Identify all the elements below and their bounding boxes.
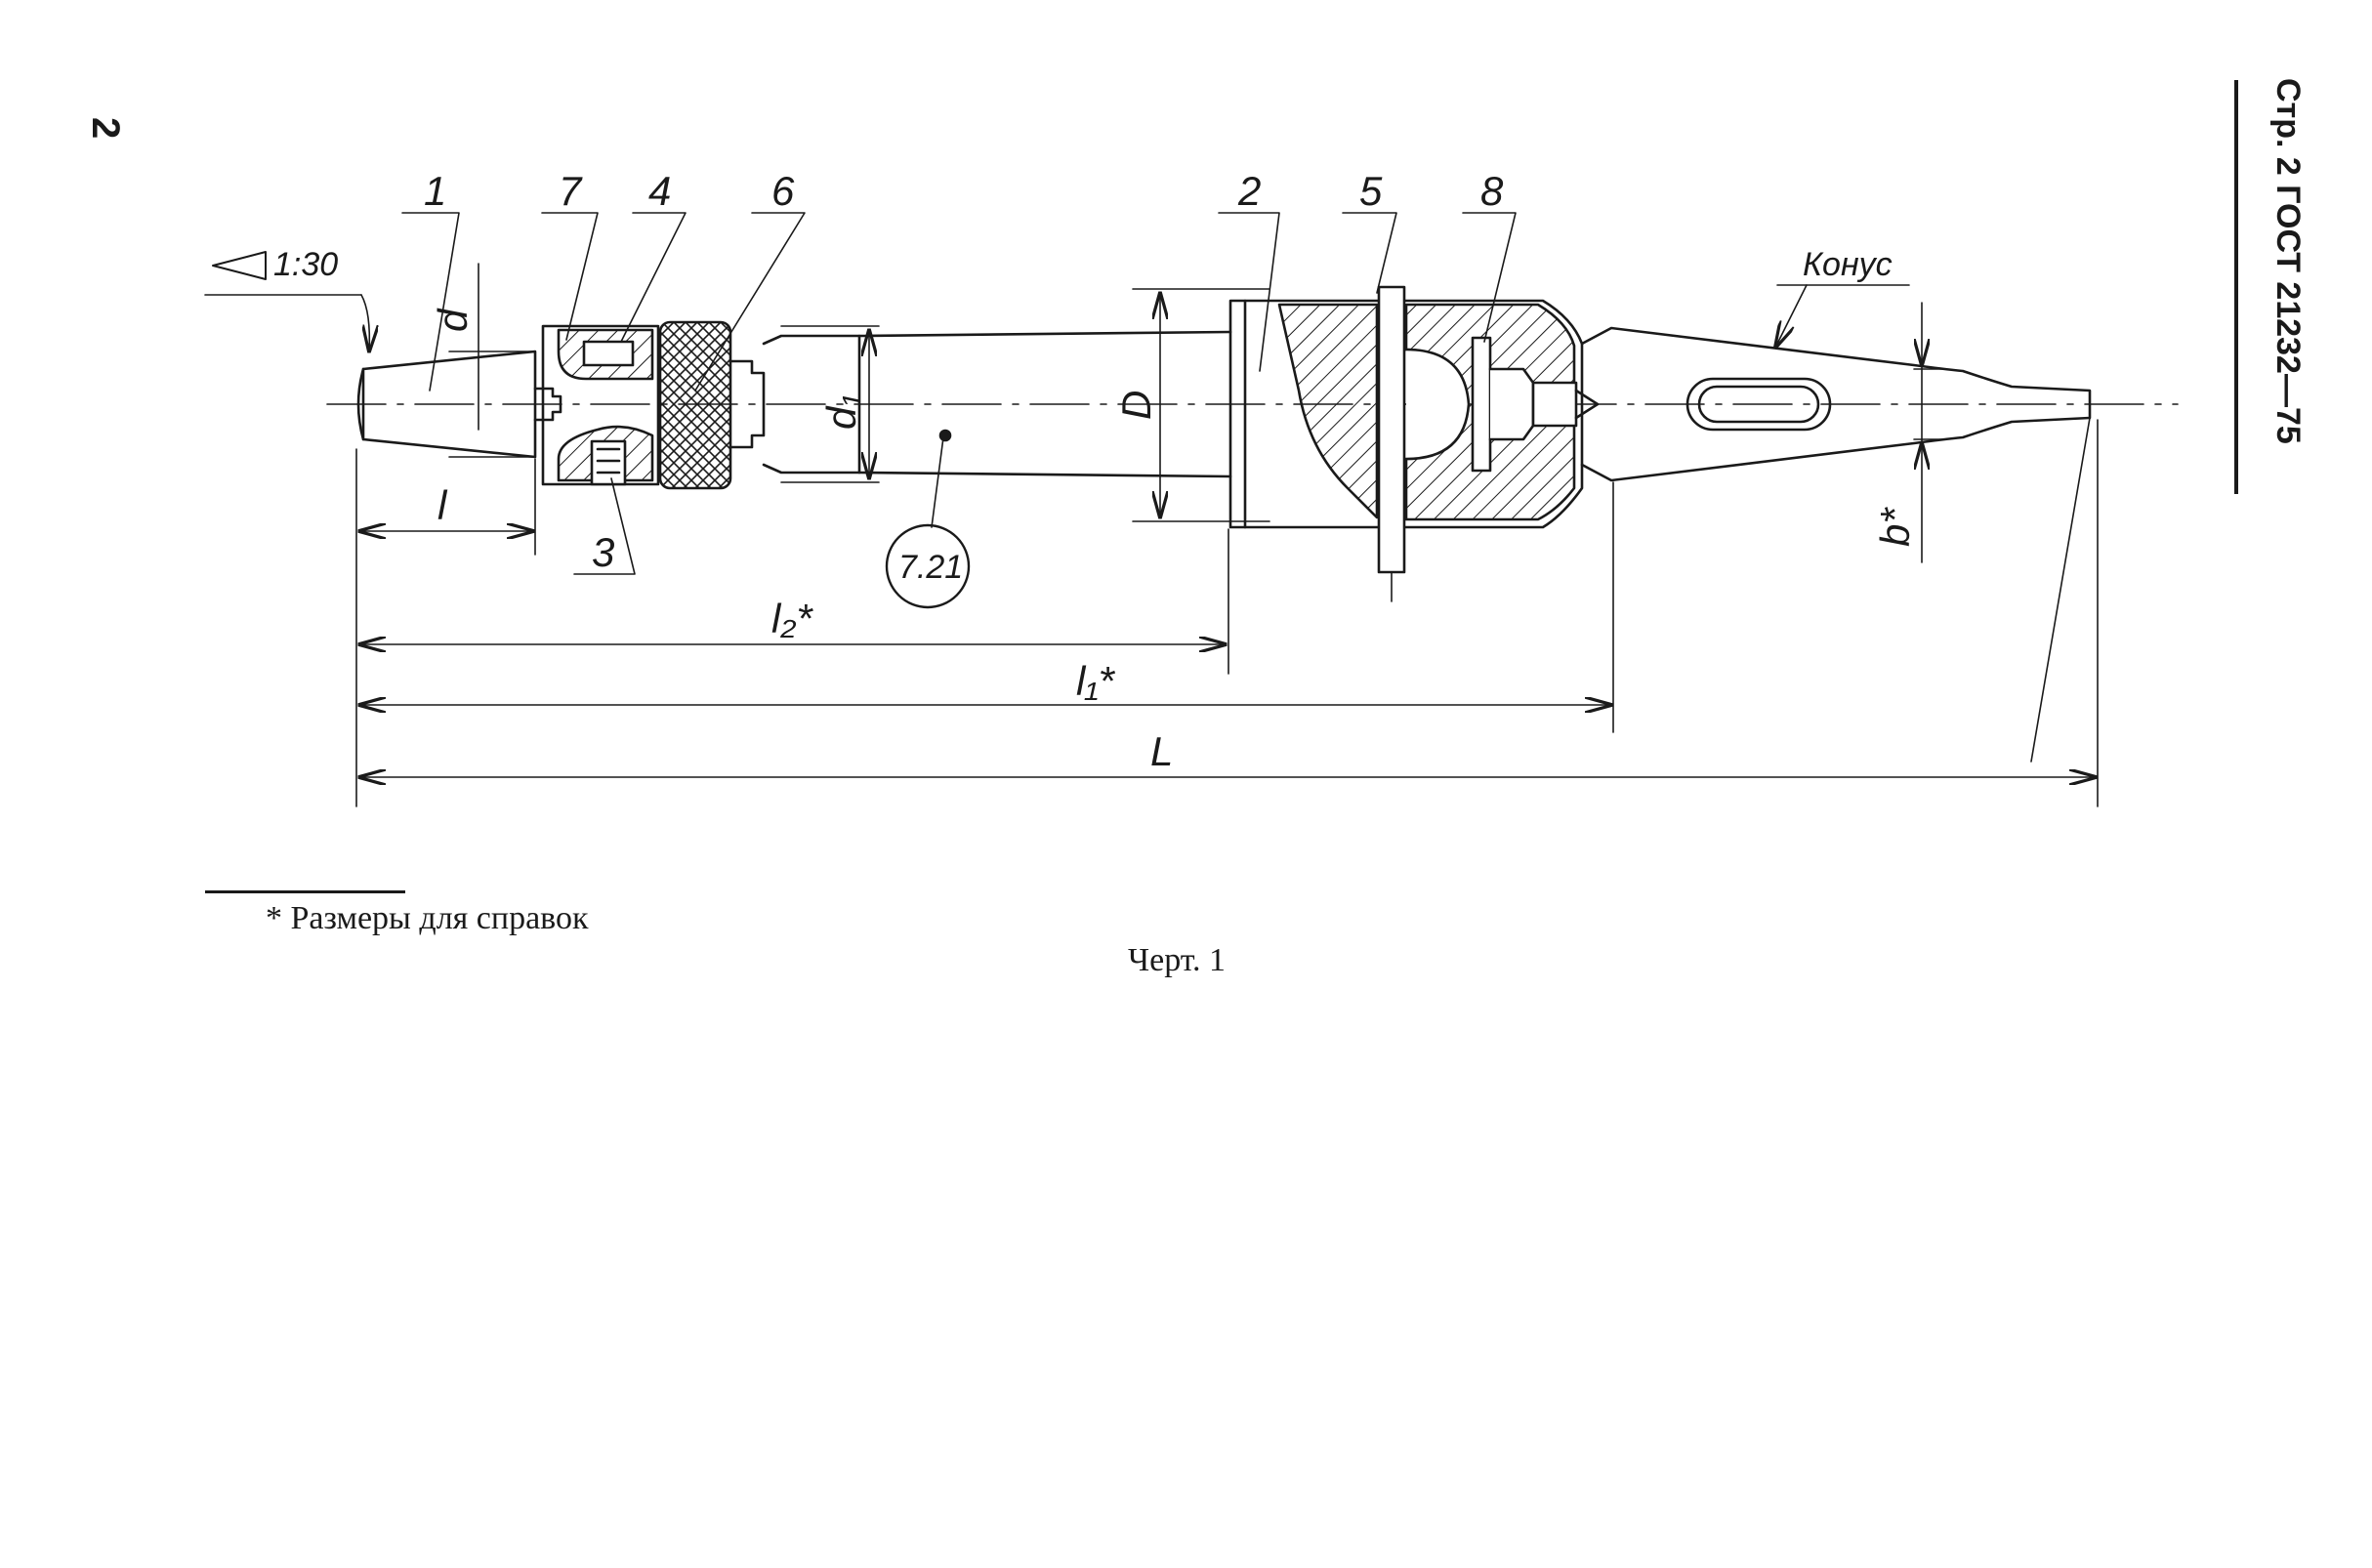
callout-7: 7	[559, 168, 583, 214]
dim-b: b*	[1872, 507, 1918, 547]
part-8	[1471, 336, 1492, 473]
dim-l2: l₂*	[771, 596, 813, 641]
cone-shank	[1580, 326, 2092, 482]
screw-3	[590, 439, 627, 486]
pin-5	[1377, 285, 1406, 574]
footnote: * Размеры для справок	[266, 900, 589, 936]
callout-3: 3	[592, 529, 614, 575]
dim-l1: l₁*	[1076, 658, 1116, 704]
footnote-rule	[205, 890, 405, 893]
callout-1: 1	[424, 168, 446, 214]
stamp-circle	[885, 523, 971, 609]
dim-l: l	[437, 482, 448, 528]
callout-2: 2	[1237, 168, 1261, 214]
taper-label: 1:30	[273, 246, 338, 283]
knurled-nut	[658, 320, 732, 490]
figure-caption: Черт. 1	[1128, 942, 1227, 978]
header-rule	[2234, 80, 2238, 494]
callout-8: 8	[1480, 168, 1504, 214]
stamp-text: 7.21	[898, 549, 963, 586]
dim-L: L	[1150, 728, 1173, 774]
callout-5: 5	[1359, 168, 1383, 214]
dim-D: D	[1113, 391, 1159, 420]
dim-d: d	[430, 308, 476, 332]
dim-d1: d₁	[818, 393, 864, 430]
main-body	[1228, 299, 1584, 529]
technical-drawing: 1:30 1 7 4 6 2 5 8 3 Конус d d₁ D b* l l…	[204, 168, 2179, 807]
callout-6: 6	[771, 168, 795, 214]
pin-7	[582, 340, 635, 367]
cone-label: Конус	[1803, 246, 1893, 283]
callout-4: 4	[648, 168, 671, 214]
slot	[1685, 377, 1832, 432]
